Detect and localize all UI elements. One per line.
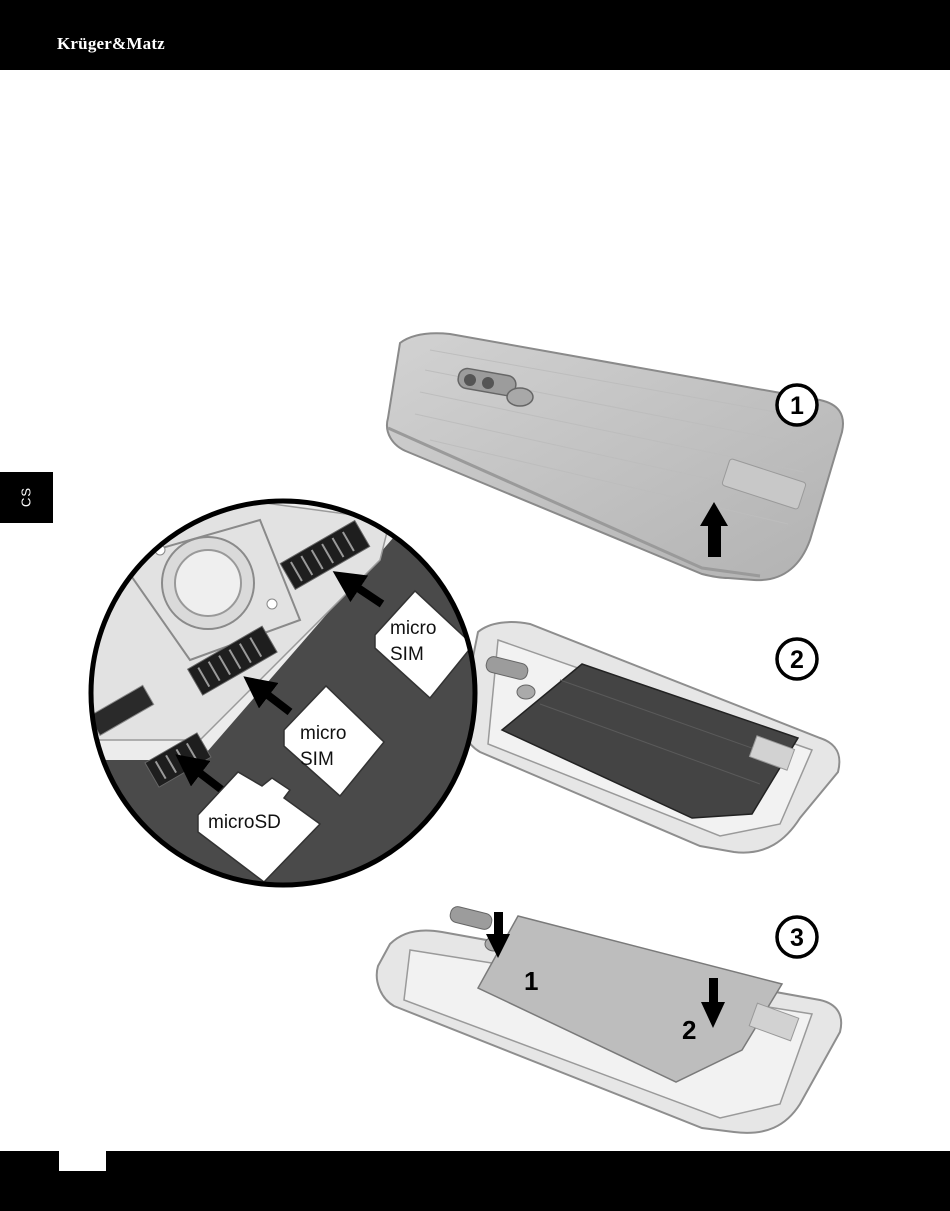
micro-sim-label-2-line1: micro bbox=[300, 723, 346, 744]
arrow-label-2: 2 bbox=[682, 1015, 696, 1045]
step-1-number: 1 bbox=[790, 392, 804, 420]
slot-zoom-circle: micro SIM micro SIM microSD bbox=[80, 490, 500, 900]
micro-sim-label-1-line2: SIM bbox=[390, 644, 424, 665]
phone-back-cover bbox=[387, 333, 843, 580]
micro-sim-label-1-line1: micro bbox=[390, 618, 436, 639]
step-1-badge: 1 bbox=[777, 385, 817, 425]
microsd-label: microSD bbox=[208, 812, 281, 833]
step-3-badge: 3 bbox=[777, 917, 817, 957]
page-number-tab bbox=[59, 1151, 106, 1171]
phone-battery-insert: 1 2 bbox=[377, 905, 841, 1133]
micro-sim-label-2-line2: SIM bbox=[300, 749, 334, 770]
step-2-number: 2 bbox=[790, 646, 804, 674]
step-3-number: 3 bbox=[790, 924, 804, 952]
arrow-label-1: 1 bbox=[524, 966, 538, 996]
footer-bar bbox=[0, 1151, 950, 1211]
step-2-badge: 2 bbox=[777, 639, 817, 679]
